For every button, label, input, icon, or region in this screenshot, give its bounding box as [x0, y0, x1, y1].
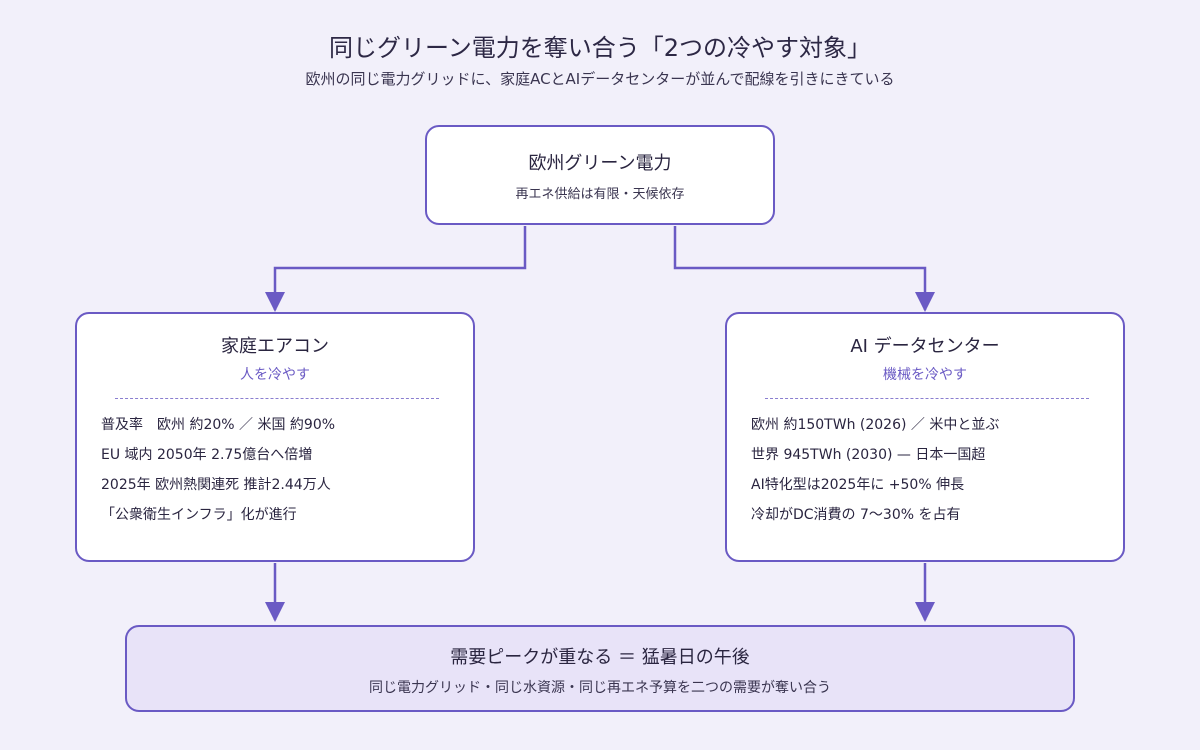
ai-datacenter-title: AI データセンター: [850, 336, 1000, 357]
home-ac-fact: 「公衆衛生インフラ」化が進行: [101, 507, 297, 523]
peak-overlap-subtitle: 同じ電力グリッド・同じ水資源・同じ再エネ予算を二つの需要が奪い合う: [369, 680, 831, 696]
ai-datacenter-facts: 欧州 約150TWh (2026) ／ 米中と並ぶ 世界 945TWh (203…: [751, 414, 999, 534]
home-ac-subtitle: 人を冷やす: [240, 367, 310, 383]
ai-datacenter-fact: AI特化型は2025年に +50% 伸長: [751, 477, 965, 493]
ai-datacenter-fact: 欧州 約150TWh (2026) ／ 米中と並ぶ: [751, 417, 1000, 433]
home-ac-title: 家庭エアコン: [221, 336, 329, 357]
source-subtitle: 再エネ供給は有限・天候依存: [515, 187, 685, 202]
arrow-source-to-right: [673, 226, 935, 312]
peak-overlap-node: 需要ピークが重なる ＝ 猛暑日の午後 同じ電力グリッド・同じ水資源・同じ再エネ予…: [125, 625, 1075, 712]
source-node: 欧州グリーン電力 再エネ供給は有限・天候依存: [425, 125, 775, 225]
peak-overlap-title: 需要ピークが重なる ＝ 猛暑日の午後: [450, 647, 750, 668]
home-ac-fact: 2025年 欧州熱関連死 推計2.44万人: [101, 477, 331, 493]
diagram-title: 同じグリーン電力を奪い合う「2つの冷やす対象」: [328, 34, 872, 62]
ai-datacenter-fact: 世界 945TWh (2030) — 日本一国超: [751, 447, 986, 463]
ai-datacenter-node: AI データセンター 機械を冷やす 欧州 約150TWh (2026) ／ 米中…: [725, 312, 1125, 562]
arrow-source-to-left: [265, 226, 527, 312]
home-ac-node: 家庭エアコン 人を冷やす 普及率 欧州 約20% ／ 米国 約90% EU 域内…: [75, 312, 475, 562]
home-ac-fact: EU 域内 2050年 2.75億台へ倍増: [101, 447, 313, 463]
ai-datacenter-fact: 冷却がDC消費の 7〜30% を占有: [751, 507, 961, 523]
ai-datacenter-subtitle: 機械を冷やす: [883, 367, 967, 383]
diagram-subtitle: 欧州の同じ電力グリッドに、家庭ACとAIデータセンターが並んで配線を引きにきてい…: [305, 70, 895, 88]
ai-datacenter-divider: [765, 398, 1089, 399]
source-title: 欧州グリーン電力: [528, 153, 672, 174]
home-ac-fact: 普及率 欧州 約20% ／ 米国 約90%: [101, 417, 336, 433]
home-ac-facts: 普及率 欧州 約20% ／ 米国 約90% EU 域内 2050年 2.75億台…: [101, 414, 335, 534]
home-ac-divider: [115, 398, 439, 399]
